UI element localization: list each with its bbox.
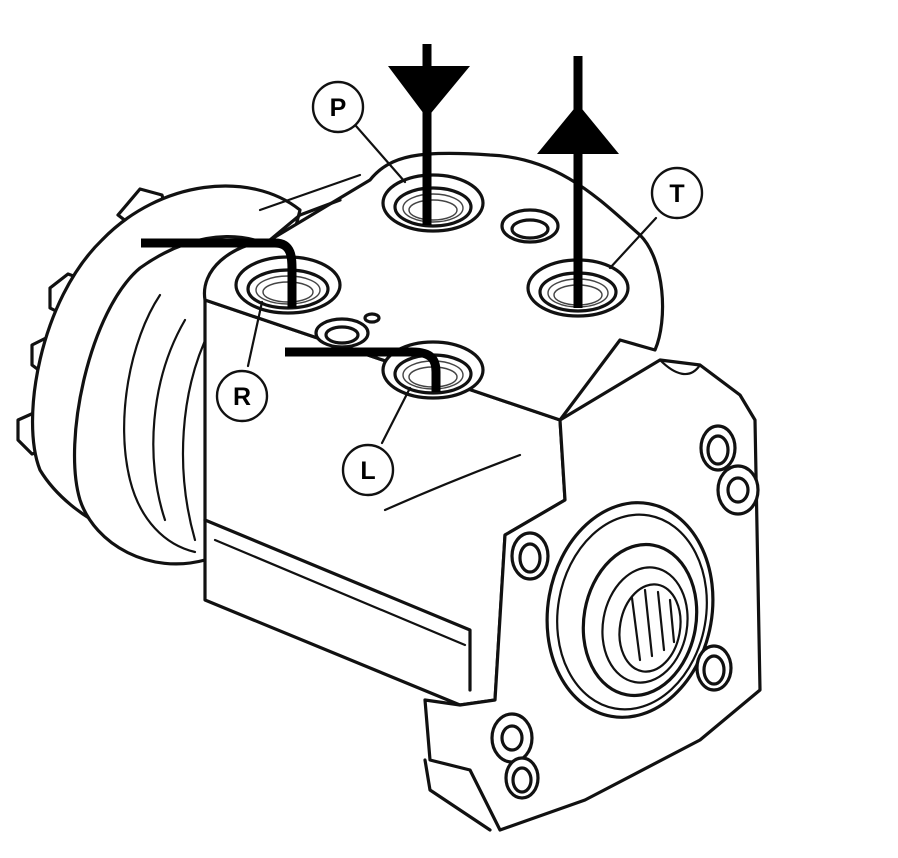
port-label-l: L xyxy=(341,443,395,497)
port-label-t-text: T xyxy=(669,180,684,208)
port-label-p-text: P xyxy=(330,94,347,122)
flow-line-p xyxy=(388,44,470,225)
spline-input-flange xyxy=(545,501,715,719)
port-label-p: P xyxy=(311,80,365,134)
port-label-t: T xyxy=(650,166,704,220)
port-label-r-text: R xyxy=(233,383,251,411)
port-label-r: R xyxy=(215,369,269,423)
flow-line-r xyxy=(141,238,297,308)
mount-bolt-holes xyxy=(490,424,760,800)
outlet-arrow-icon xyxy=(537,104,619,154)
aux-holes xyxy=(314,208,560,349)
flow-line-l xyxy=(285,347,441,392)
port-label-l-text: L xyxy=(360,457,375,485)
flow-line-t xyxy=(537,56,619,308)
leader-lines xyxy=(246,124,658,445)
port-p-hole xyxy=(381,173,485,233)
inlet-arrow-icon xyxy=(388,66,470,118)
